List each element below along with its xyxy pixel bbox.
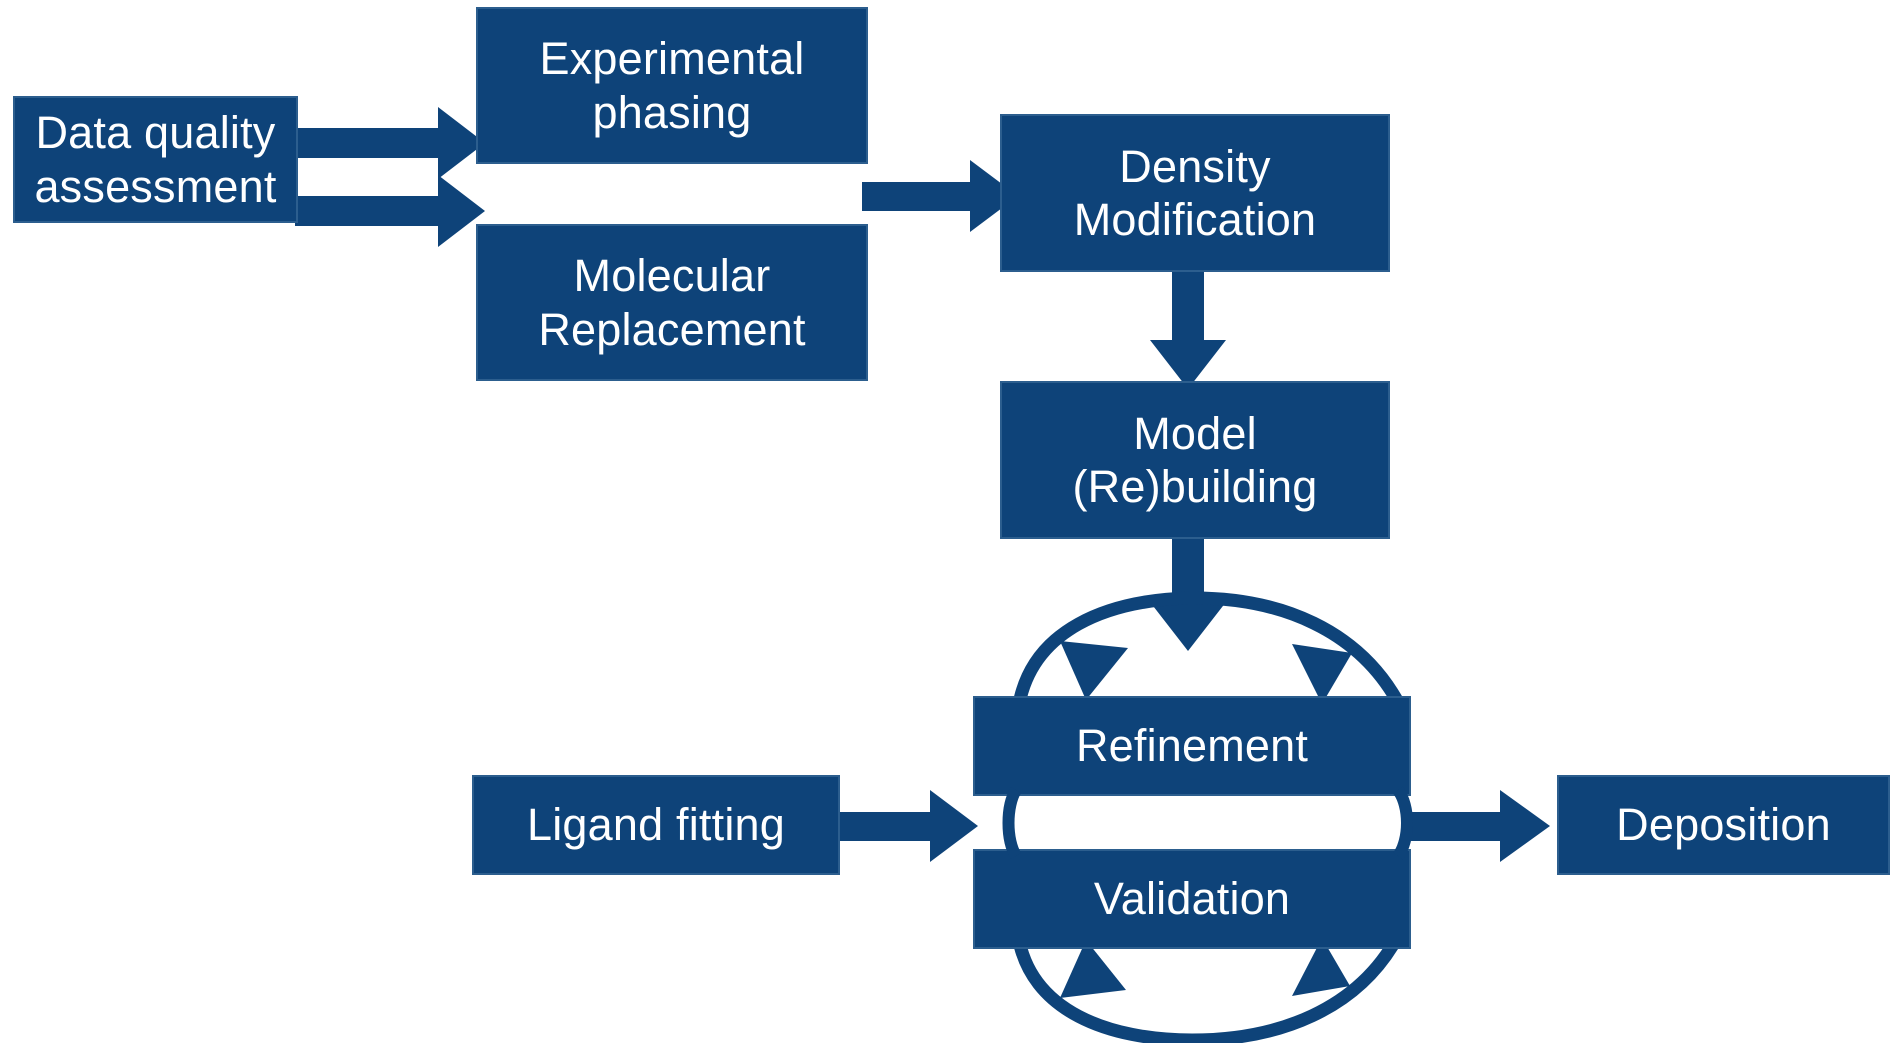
node-label: Density Modification [1073, 140, 1317, 245]
node-label: Model (Re)building [1072, 407, 1318, 512]
edge-phasing-to-dm [862, 160, 1018, 232]
node-label: Validation [1093, 873, 1291, 925]
edge-dq-to-phasing [295, 107, 485, 179]
node-validation[interactable]: Validation [973, 849, 1411, 949]
cycle-ring-left [1002, 786, 1022, 860]
node-label: Deposition [1616, 799, 1831, 851]
cycle-ring-right [1392, 786, 1413, 860]
node-data-quality-assessment[interactable]: Data quality assessment [13, 96, 298, 223]
node-molecular-replacement[interactable]: Molecular Replacement [476, 224, 868, 381]
edge-cycle-bottom [1011, 932, 1404, 1043]
edge-cycle-top [1011, 591, 1406, 712]
edge-dq-to-mr [295, 175, 485, 247]
node-refinement[interactable]: Refinement [973, 696, 1411, 796]
node-label: Experimental phasing [539, 33, 805, 138]
node-model-rebuilding[interactable]: Model (Re)building [1000, 381, 1390, 539]
node-label: Ligand fitting [527, 799, 785, 851]
node-label: Refinement [1075, 720, 1309, 772]
node-ligand-fitting[interactable]: Ligand fitting [472, 775, 840, 875]
node-deposition[interactable]: Deposition [1557, 775, 1890, 875]
edge-cycle-to-deposition [1404, 790, 1550, 862]
edge-ligand-to-cycle [838, 790, 978, 862]
node-label: Data quality assessment [34, 107, 277, 212]
node-density-modification[interactable]: Density Modification [1000, 114, 1390, 272]
edge-dm-to-model [1150, 266, 1226, 389]
node-experimental-phasing[interactable]: Experimental phasing [476, 7, 868, 164]
node-label: Molecular Replacement [538, 250, 806, 355]
